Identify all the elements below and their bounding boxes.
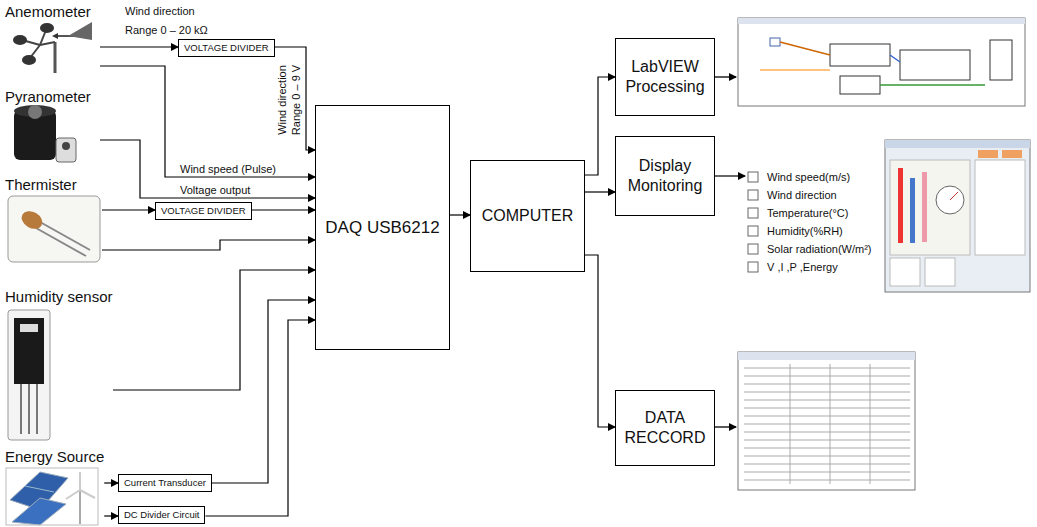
list-item: V ,I ,P ,Energy (767, 258, 872, 276)
connector (100, 140, 315, 198)
list-item: Temperature(°C) (767, 204, 872, 222)
humidity-sensor-picture (8, 310, 50, 440)
process-box: LabVIEW Processing (615, 38, 715, 116)
connector (585, 191, 615, 192)
energy-source-picture (6, 468, 98, 525)
box-label: VOLTAGE DIVIDER (161, 205, 246, 217)
box-label: DAQ USB6212 (325, 217, 439, 238)
sensor-node: Humidity sensor (5, 288, 113, 441)
output-arrow (713, 76, 736, 77)
box-label: Display Monitoring (624, 156, 706, 196)
connector (252, 209, 315, 210)
connector (100, 46, 178, 47)
list-item: Wind direction (767, 186, 872, 204)
connector (450, 214, 470, 215)
connector (100, 66, 315, 177)
process-box: DAQ USB6212 (315, 105, 450, 350)
signal-label: Wind direction (276, 65, 288, 135)
circuit-box: DC Divider Circuit (118, 506, 205, 524)
signal-label: Wind speed (Pulse) (180, 163, 276, 175)
connector (102, 209, 155, 210)
signal-label: Range 0 – 9 V (290, 65, 302, 135)
sensor-name: Pyranometer (5, 88, 91, 106)
connector (275, 47, 315, 150)
output-arrow (713, 426, 736, 427)
connector (715, 175, 745, 176)
connector (113, 270, 315, 390)
process-box: Display Monitoring (615, 136, 715, 216)
signal-label: Voltage output (180, 184, 250, 196)
sensor-name: Humidity sensor (5, 288, 113, 306)
box-label: LabVIEW Processing (624, 57, 706, 97)
display-screenshot (885, 140, 1030, 292)
process-box: COMPUTER (470, 160, 585, 272)
signal-label: Range 0 – 20 kΩ (125, 24, 208, 36)
connector (212, 300, 315, 483)
pyranometer-picture (14, 105, 76, 162)
connector (585, 255, 615, 427)
process-box: DATA RECCORD (615, 390, 715, 466)
checkbox-column (748, 172, 758, 272)
circuit-box: VOLTAGE DIVIDER (155, 202, 252, 220)
sensor-node: Thermister (5, 176, 102, 264)
anemometer-picture (13, 22, 92, 73)
data-record-screenshot (738, 352, 915, 490)
sensor-node: Anemometer (5, 3, 100, 75)
connector (585, 77, 615, 175)
sensor-name: Anemometer (5, 3, 91, 21)
connector (102, 240, 315, 250)
connector (104, 482, 118, 483)
box-label: DC Divider Circuit (124, 509, 199, 521)
list-item: Humidity(%RH) (767, 222, 872, 240)
box-label: VOLTAGE DIVIDER (184, 42, 269, 54)
thermistor-picture (8, 196, 100, 262)
circuit-box: VOLTAGE DIVIDER (178, 39, 275, 57)
labview-screenshot (738, 18, 1025, 106)
box-label: Current Transducer (124, 477, 206, 489)
connector (205, 320, 315, 516)
list-item: Wind speed(m/s) (767, 168, 872, 186)
list-item: Solar radiation(W/m²) (767, 240, 872, 258)
signal-label: Wind direction (125, 5, 195, 17)
display-list: Wind speed(m/s)Wind directionTemperature… (745, 165, 872, 276)
sensor-name: Thermister (5, 176, 77, 194)
connector (104, 515, 118, 516)
circuit-box: Current Transducer (118, 474, 212, 492)
sensor-node: Energy Source (5, 448, 104, 525)
sensor-name: Energy Source (5, 448, 104, 466)
sensor-node: Pyranometer (5, 88, 100, 166)
box-label: DATA RECCORD (624, 408, 706, 448)
box-label: COMPUTER (482, 206, 574, 226)
